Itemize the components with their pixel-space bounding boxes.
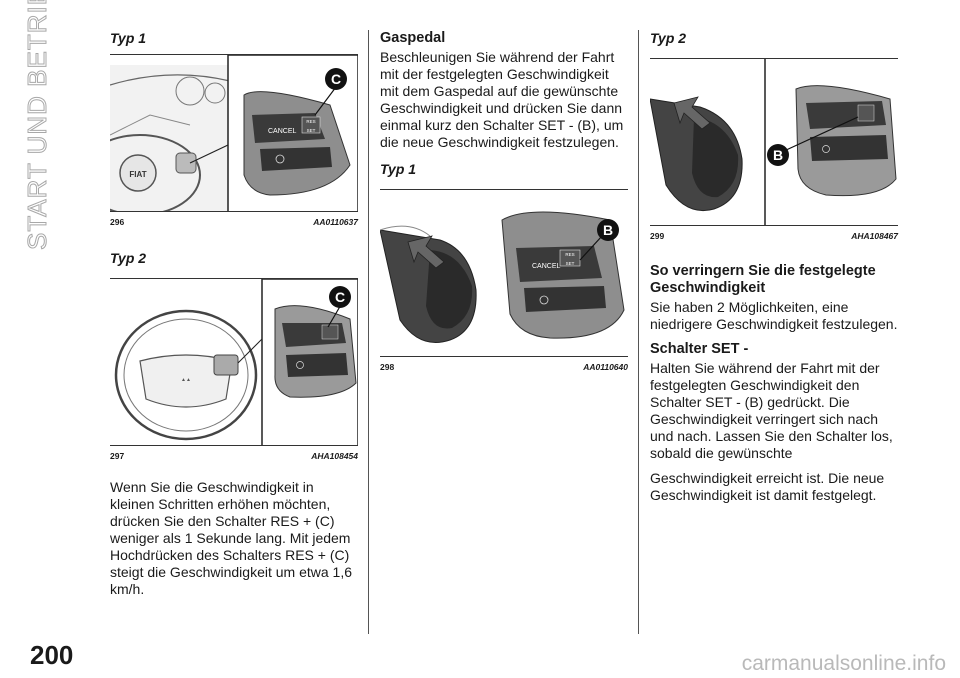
figure-number: 298 (380, 362, 395, 372)
callout-b: B (603, 222, 613, 238)
figure-code: AA0110637 (313, 217, 358, 227)
figure-caption: 299 AHA108467 (650, 231, 898, 241)
section-title: START UND BETRIEB (22, 0, 53, 251)
typ-label: Typ 2 (110, 250, 147, 266)
figure-code: AHA108454 (311, 451, 358, 461)
typ-label: Typ 2 (650, 30, 687, 46)
figure-number: 296 (110, 217, 125, 227)
column-2: Gaspedal Beschleunigen Sie während der F… (380, 30, 628, 372)
set-label: SET (307, 128, 316, 133)
figure-code: AHA108467 (851, 231, 898, 241)
section-heading: So verringern Sie die festgelegte Geschw… (650, 263, 876, 296)
body-paragraph: Beschleunigen Sie während der Fahrt mit … (380, 49, 624, 150)
res-label: RES (306, 119, 315, 124)
body-paragraph: Wenn Sie die Geschwindigkeit in kleinen … (110, 479, 353, 597)
figure-code: AA0110640 (583, 362, 628, 372)
column-divider (368, 30, 369, 634)
callout-c: C (335, 289, 345, 305)
svg-text:▲▲: ▲▲ (181, 377, 191, 383)
set-label: SET (566, 261, 575, 266)
figure-number: 299 (650, 231, 665, 241)
figure-caption: 297 AHA108454 (110, 451, 358, 461)
section-heading: Gaspedal (380, 30, 446, 46)
res-label: RES (565, 252, 574, 257)
figure-297: ▲▲ C (110, 278, 358, 446)
column-3: Typ 2 B 299 AHA108467 So verringern Sie … (650, 30, 898, 504)
body-paragraph: Geschwindigkeit erreicht ist. Die neue G… (650, 470, 885, 503)
figure-296: FIAT CANCEL RES SET C (110, 54, 358, 212)
column-divider (638, 30, 639, 634)
callout-c: C (331, 71, 341, 87)
column-1: Typ 1 FIAT CANCEL RES SET (110, 30, 358, 598)
figure-297-illustration: ▲▲ C (110, 279, 358, 445)
figure-caption: 296 AA0110637 (110, 217, 358, 227)
figure-number: 297 (110, 451, 125, 461)
subheading: Schalter SET - (650, 341, 749, 357)
figure-298: CANCEL RES SET B (380, 189, 628, 357)
typ-label: Typ 1 (110, 30, 147, 46)
figure-296-illustration: FIAT CANCEL RES SET C (110, 55, 358, 211)
figure-caption: 298 AA0110640 (380, 362, 628, 372)
figure-299: B (650, 58, 898, 226)
watermark: carmanualsonline.info (741, 652, 946, 675)
svg-text:FIAT: FIAT (129, 170, 146, 179)
cancel-label: CANCEL (532, 263, 561, 270)
cancel-label: CANCEL (268, 128, 297, 135)
figure-298-illustration: CANCEL RES SET B (380, 190, 628, 356)
body-paragraph: Halten Sie während der Fahrt mit der fes… (650, 360, 893, 461)
typ-label: Typ 1 (380, 161, 417, 177)
page-number: 200 (30, 640, 74, 670)
body-paragraph: Sie haben 2 Möglichkeiten, eine niedrige… (650, 299, 898, 332)
figure-299-illustration: B (650, 59, 898, 225)
callout-b: B (773, 147, 783, 163)
